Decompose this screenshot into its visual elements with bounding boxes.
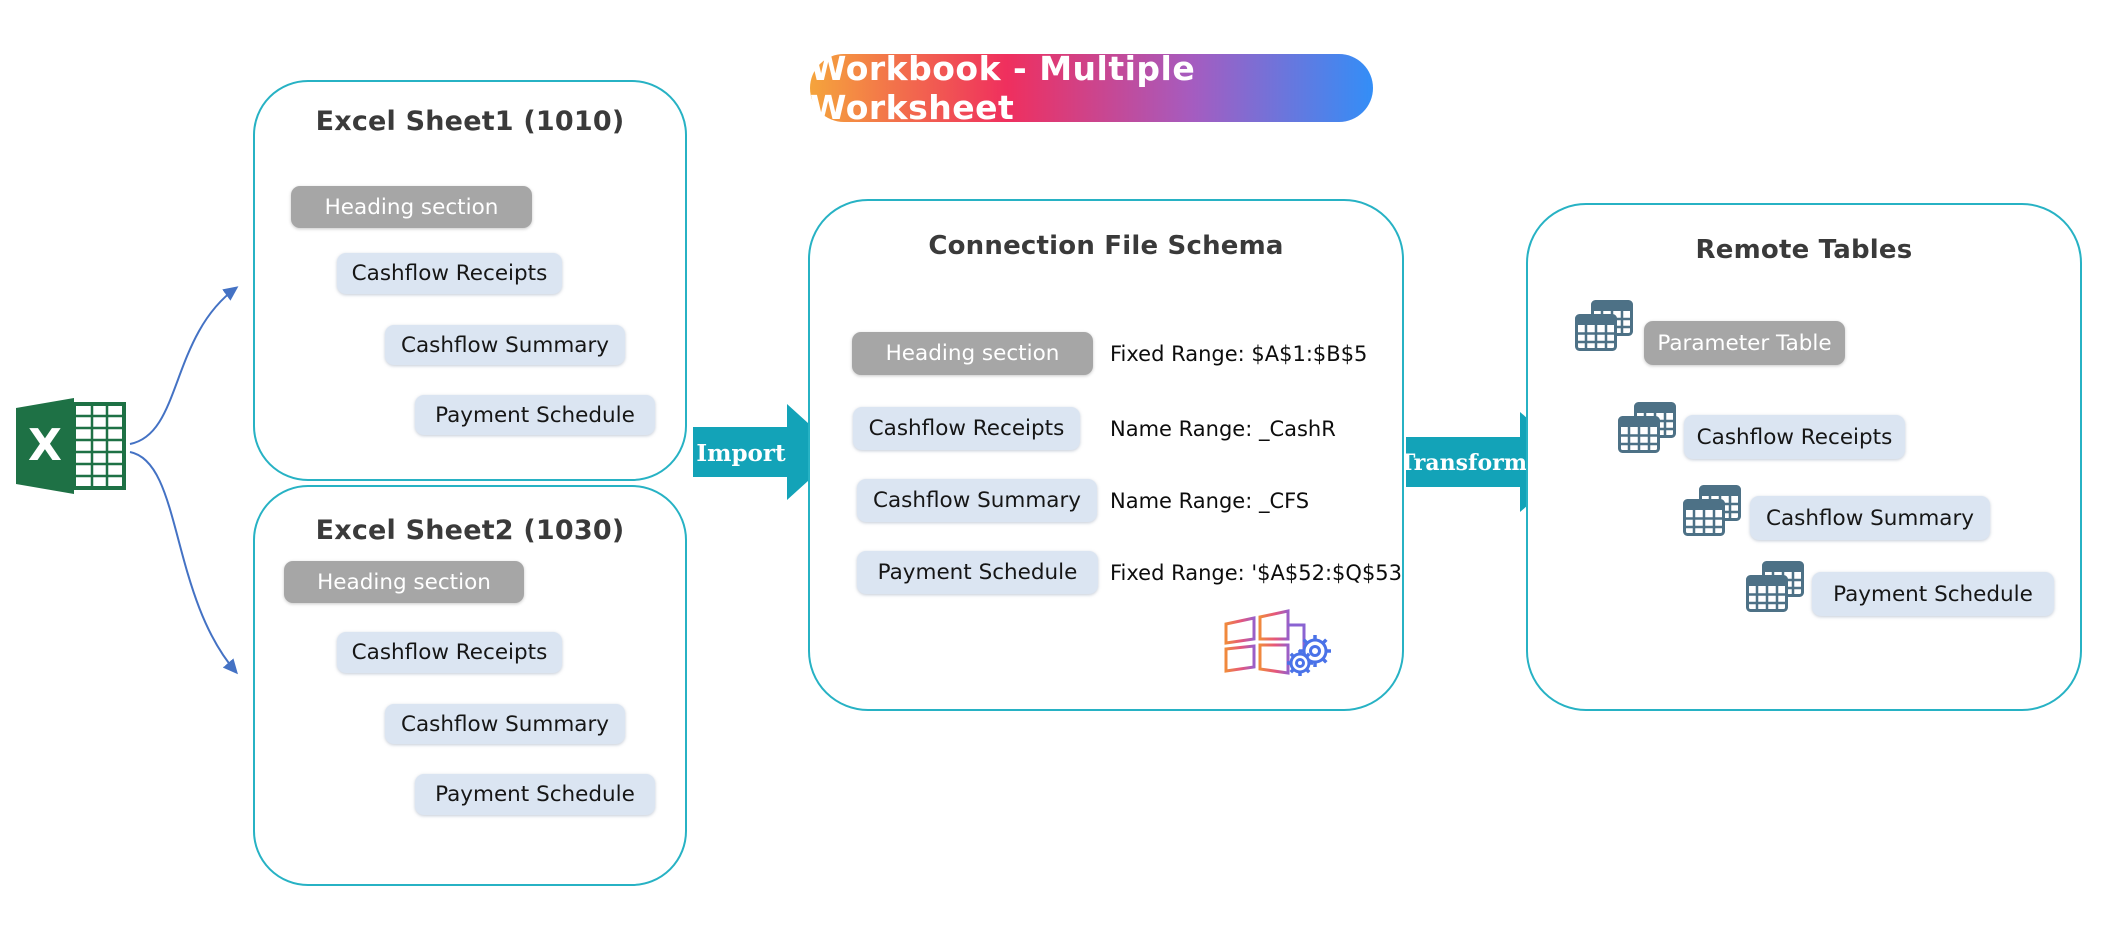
cashflow-receipts-table-icon	[1618, 402, 1676, 453]
connection-file-schema-box: Connection File Schema Heading section F…	[808, 199, 1404, 711]
schema-heading-section-pill: Heading section	[852, 332, 1093, 375]
cashflow-summary-table-icon	[1683, 485, 1741, 536]
remote-payment-schedule-pill: Payment Schedule	[1812, 572, 2054, 616]
excel-sheet2-box: Excel Sheet2 (1030) Heading section Cash…	[253, 485, 687, 886]
sheet1-cashflow-summary-pill: Cashflow Summary	[385, 325, 625, 365]
sheet2-cashflow-summary-pill: Cashflow Summary	[385, 704, 625, 744]
excel-sheet1-box: Excel Sheet1 (1010) Heading section Cash…	[253, 80, 687, 481]
sheet2-payment-schedule-pill: Payment Schedule	[415, 774, 655, 815]
sheet2-heading-section-pill: Heading section	[284, 561, 524, 603]
title-banner: Workbook - Multiple Worksheet	[810, 49, 1373, 127]
schema-cashflow-summary-pill: Cashflow Summary	[857, 479, 1097, 522]
remote-cashflow-summary-pill: Cashflow Summary	[1750, 496, 1990, 540]
curved-arrow-to-sheet2-icon	[129, 451, 238, 675]
schema-cashflow-receipts-range-text: Name Range: _CashR	[1110, 416, 1336, 441]
curved-arrow-to-sheet1-icon	[129, 286, 239, 445]
parameter-table-icon	[1575, 300, 1633, 351]
transform-arrow-label: Transform	[1399, 450, 1527, 476]
remote-parameter-table-pill: Parameter Table	[1644, 321, 1845, 365]
schema-payment-schedule-pill: Payment Schedule	[857, 551, 1098, 594]
excel-icon-letter: X	[28, 420, 62, 471]
windows-gears-icon	[1224, 609, 1331, 676]
excel-sheet1-title: Excel Sheet1 (1010)	[315, 106, 625, 137]
schema-heading-range-text: Fixed Range: $A$1:$B$5	[1110, 341, 1368, 366]
sheet1-cashflow-receipts-pill: Cashflow Receipts	[337, 253, 562, 294]
schema-cashflow-summary-range-text: Name Range: _CFS	[1110, 488, 1310, 513]
remote-tables-title: Remote Tables	[1695, 235, 1913, 265]
remote-tables-box: Remote Tables Parameter Table Cashflow R…	[1526, 203, 2082, 711]
schema-cashflow-receipts-pill: Cashflow Receipts	[853, 407, 1080, 450]
title-banner-label: Workbook - Multiple Worksheet	[810, 49, 1196, 127]
payment-schedule-table-icon	[1746, 561, 1804, 612]
sheet1-payment-schedule-pill: Payment Schedule	[415, 395, 655, 435]
excel-sheet2-title: Excel Sheet2 (1030)	[315, 515, 625, 546]
remote-cashflow-receipts-pill: Cashflow Receipts	[1684, 415, 1905, 459]
import-arrow-label: Import	[696, 440, 786, 467]
sheet2-cashflow-receipts-pill: Cashflow Receipts	[337, 632, 562, 673]
schema-payment-schedule-range-text: Fixed Range: '$A$52:$Q$53	[1110, 560, 1403, 585]
connection-file-schema-title: Connection File Schema	[928, 231, 1284, 261]
excel-icon: X	[16, 398, 126, 494]
sheet1-heading-section-pill: Heading section	[291, 186, 532, 228]
